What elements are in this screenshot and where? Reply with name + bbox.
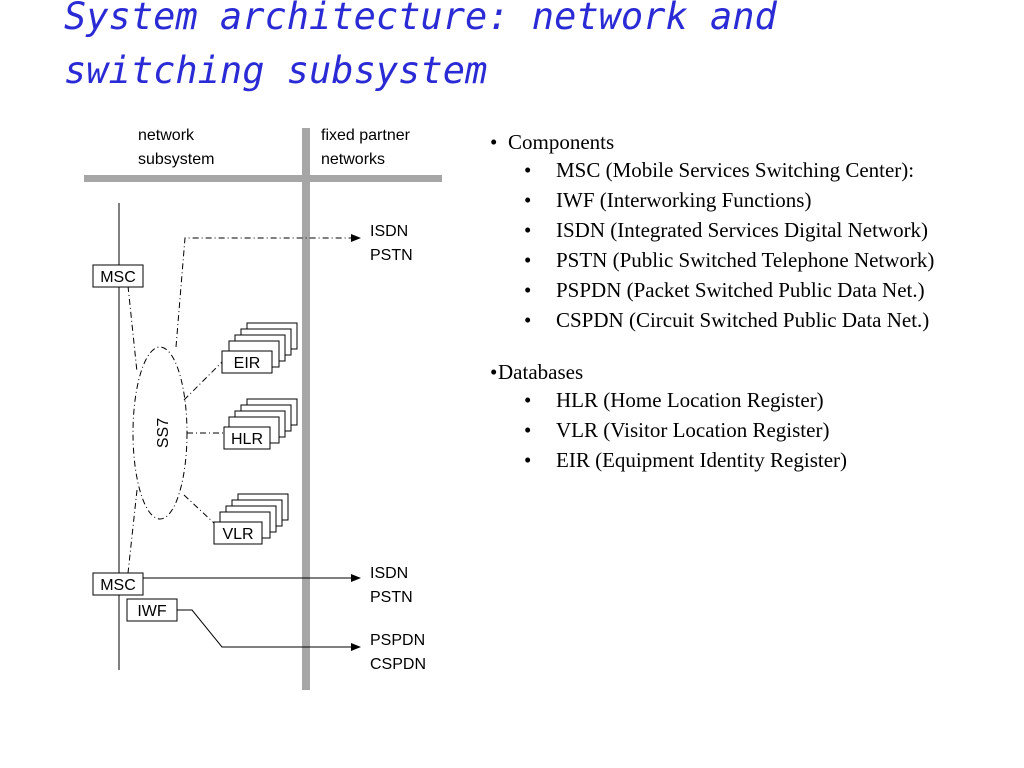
list-item-text: ISDN (Integrated Services Digital Networ… xyxy=(556,218,929,242)
databases-heading-text: Databases xyxy=(498,360,584,384)
databases-heading: •Databases xyxy=(490,360,1020,384)
msc-top-box xyxy=(92,264,144,288)
list-item-text: MSC (Mobile Services Switching Center): xyxy=(556,158,915,182)
hlr-label: HLR xyxy=(231,431,263,448)
signaling-line-msc-ss7 xyxy=(127,285,138,373)
bullet-dot-icon: • xyxy=(524,388,532,412)
bullet-dot-icon: • xyxy=(490,130,498,154)
signaling-lines xyxy=(127,234,361,574)
architecture-diagram: network subsystem fixed partner networks… xyxy=(84,127,442,690)
title-line-2: switching subsystem xyxy=(64,49,488,92)
list-item: • CSPDN (Circuit Switched Public Data Net… xyxy=(490,308,1020,332)
page-title: System architecture: network and switchi… xyxy=(64,0,964,98)
pspdn-cspdn-label: PSPDN CSPDN xyxy=(370,632,430,673)
list-item-text: CSPDN (Circuit Switched Public Data Net.… xyxy=(556,308,930,332)
list-item: • EIR (Equipment Identity Register) xyxy=(490,448,1020,472)
bullet-list: • Components • MSC (Mobile Services Switch… xyxy=(490,130,1020,478)
signaling-line-ss7-vlr xyxy=(183,494,215,524)
list-item-text: PSPDN (Packet Switched Public Data Net.) xyxy=(556,278,925,302)
network-label-line-2: subsystem xyxy=(138,151,214,168)
databases-section: •Databases •HLR (Home Location Register)… xyxy=(490,360,1020,472)
list-item: • HLR (Home Location Register) xyxy=(490,388,1020,412)
signaling-line-ss7-msc xyxy=(127,489,138,574)
fixed-label-line-1: fixed partner xyxy=(321,127,411,144)
net-top-line-2: PSTN xyxy=(370,247,413,264)
net-bottom-line-1: PSPDN xyxy=(370,632,425,649)
list-item-text: HLR (Home Location Register) xyxy=(556,388,824,412)
title-line-1: System architecture: network and xyxy=(64,0,777,38)
hlr-database-stack xyxy=(223,398,298,450)
list-item: • PSTN (Public Switched Telephone Network… xyxy=(490,248,1020,272)
ss7-ellipse xyxy=(132,346,188,520)
iwf-pspdn-line xyxy=(177,609,361,651)
list-item: • IWF (Interworking Functions) xyxy=(490,188,1020,212)
eir-label: EIR xyxy=(234,355,261,372)
components-section: • Components • MSC (Mobile Services Switch… xyxy=(490,130,1020,332)
bullet-dot-icon: • xyxy=(524,248,532,272)
vertical-divider xyxy=(302,128,310,690)
list-item: • MSC (Mobile Services Switching Center): xyxy=(490,158,1020,182)
bullet-dot-icon: • xyxy=(524,448,532,472)
net-mid-line-2: PSTN xyxy=(370,589,413,606)
net-top-line-1: ISDN xyxy=(370,223,408,240)
bullet-dot-icon: • xyxy=(524,158,532,182)
bullet-dot-icon: • xyxy=(524,188,532,212)
components-list: • MSC (Mobile Services Switching Center):… xyxy=(490,158,1020,332)
signaling-line-msc-isdn xyxy=(175,234,361,348)
list-item: • VLR (Visitor Location Register) xyxy=(490,418,1020,442)
fixed-partner-networks-label: fixed partner networks xyxy=(321,127,414,168)
ss7-label: SS7 xyxy=(155,418,172,448)
msc-bottom-label: MSC xyxy=(100,577,136,594)
bullet-dot-icon: • xyxy=(490,360,498,384)
bullet-dot-icon: • xyxy=(524,418,532,442)
eir-database-stack xyxy=(221,322,298,374)
bullet-dot-icon: • xyxy=(524,218,532,242)
msc-top-label: MSC xyxy=(100,269,136,286)
net-mid-line-1: ISDN xyxy=(370,565,408,582)
network-subsystem-label: network subsystem xyxy=(138,127,214,168)
bullet-dot-icon: • xyxy=(524,278,532,302)
list-item: • ISDN (Integrated Services Digital Netwo… xyxy=(490,218,1020,242)
isdn-pstn-mid-label: ISDN PSTN xyxy=(370,565,413,606)
isdn-pstn-top-label: ISDN PSTN xyxy=(370,223,413,264)
list-item-text: PSTN (Public Switched Telephone Network) xyxy=(556,248,935,272)
databases-list: • HLR (Home Location Register) • VLR (Visi… xyxy=(490,388,1020,472)
components-heading: • Components xyxy=(490,130,1020,154)
iwf-box xyxy=(126,598,178,622)
vlr-database-stack xyxy=(213,493,289,545)
net-bottom-line-2: CSPDN xyxy=(370,656,426,673)
vlr-label: VLR xyxy=(222,526,253,543)
msc-bottom-box xyxy=(92,572,144,596)
list-item-text: EIR (Equipment Identity Register) xyxy=(556,448,848,472)
fixed-label-line-2: networks xyxy=(321,151,385,168)
list-item-text: IWF (Interworking Functions) xyxy=(556,188,812,212)
network-label-line-1: network xyxy=(138,127,195,144)
signaling-line-ss7-eir xyxy=(183,361,223,401)
list-item-text: VLR (Visitor Location Register) xyxy=(556,418,830,442)
bullet-dot-icon: • xyxy=(524,308,532,332)
components-heading-text: Components xyxy=(508,130,615,154)
list-item: • PSPDN (Packet Switched Public Data Net.… xyxy=(490,278,1020,302)
horizontal-divider xyxy=(84,175,442,182)
iwf-label: IWF xyxy=(137,603,167,620)
